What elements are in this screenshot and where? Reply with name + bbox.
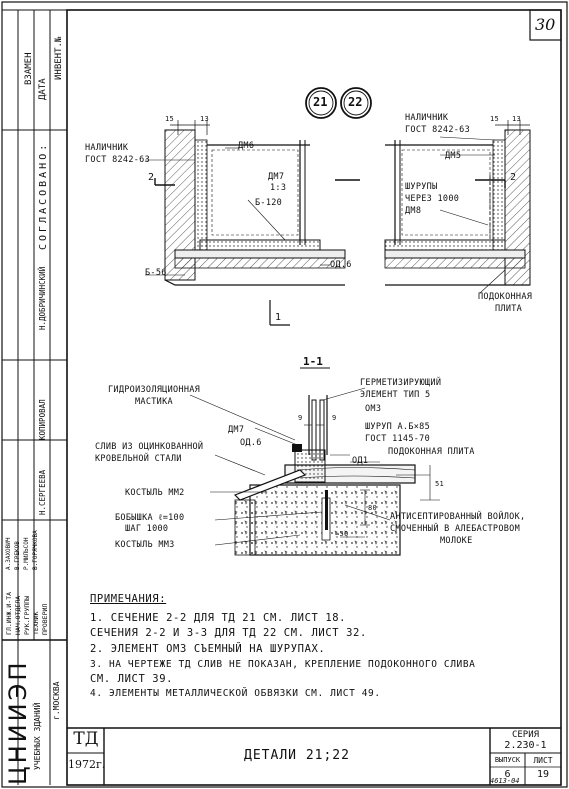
d21-scale: 1:3 <box>270 183 287 193</box>
s11-sliv-2: КРОВЕЛЬНОЙ СТАЛИ <box>95 454 182 464</box>
detail-circle-22: 22 <box>348 95 363 109</box>
s11-om3: ОМ3 <box>365 404 382 414</box>
d22-podokonnaya: ПОДОКОННАЯ <box>478 292 533 302</box>
stamp-role-tech: ТЕХНИК <box>32 611 40 635</box>
d21-section-1: 1 <box>275 312 282 323</box>
s11-element: ЭЛЕМЕНТ ТИП 5 <box>360 390 431 400</box>
title-block-sheet-value: 19 <box>536 769 550 780</box>
s11-dim50: ≈50 <box>335 530 349 538</box>
title-block-code: ТД <box>73 729 99 749</box>
s11-gidro: ГИДРОИЗОЛЯЦИОННАЯ <box>108 385 201 395</box>
stamp-role-chief: ГЛ.ИНЖ.И-ТА <box>5 591 13 635</box>
title-block-series-value: 2.230-1 <box>504 740 547 751</box>
s11-podok: ПОДОКОННАЯ ПЛИТА <box>388 447 475 457</box>
note-4: 4. ЭЛЕМЕНТЫ МЕТАЛЛИЧЕСКОЙ ОБВЯЗКИ СМ. ЛИ… <box>90 688 381 699</box>
d21-b120: Б-120 <box>255 198 283 208</box>
note-2: 2. ЭЛЕМЕНТ ОМ3 СЪЕМНЫЙ НА ШУРУПАХ. <box>90 643 326 655</box>
d22-dim15: 15 <box>490 115 500 123</box>
note-3: 3. НА ЧЕРТЕЖЕ ТД СЛИВ НЕ ПОКАЗАН, КРЕПЛЕ… <box>90 659 476 670</box>
d22-shurupy: ШУРУПЫ <box>405 182 438 192</box>
d21-dm6: ДМ6 <box>238 141 255 151</box>
notes-heading: ПРИМЕЧАНИЯ: <box>90 593 167 605</box>
stamp-org-sub: УЧЕБНЫХ ЗДАНИЙ <box>33 702 42 770</box>
s11-dm7: ДМ7 <box>228 425 245 435</box>
s11-germet: ГЕРМЕТИЗИРУЮЩИЙ <box>360 378 442 388</box>
note-1: 1. СЕЧЕНИЕ 2-2 ДЛЯ ТД 21 СМ. ЛИСТ 18. <box>90 612 347 624</box>
d21-od6: ОД.6 <box>330 260 352 270</box>
stamp-role-group: РУК.ГРУППЫ <box>23 595 31 635</box>
s11-voil-1: АНТИСЕПТИРОВАННЫЙ ВОЙЛОК, <box>390 512 526 522</box>
d22-section-2: 2 <box>510 172 517 183</box>
d21-nalichnik: НАЛИЧНИК <box>85 143 129 153</box>
detail-21-drawing <box>145 120 360 326</box>
s11-dim9b: 9 <box>332 414 337 422</box>
stamp-date-label: ДАТА <box>38 78 48 100</box>
detail-circle-21: 21 <box>313 95 328 109</box>
stamp-name-sergeeva: Н.СЕРГЕЕВА <box>38 469 47 515</box>
s11-bob-1: БОБЫШКА ℓ=100 <box>115 513 185 523</box>
d22-dm5: ДМ5 <box>445 151 462 161</box>
s11-bob-2: ШАГ 1000 <box>125 524 169 534</box>
title-block-year: 1972г. <box>68 758 106 771</box>
d21-b56: Б-56 <box>145 268 167 278</box>
title-block-series-label: СЕРИЯ <box>511 730 540 740</box>
detail-22-drawing <box>384 120 531 294</box>
s11-dim9a: 9 <box>298 414 303 422</box>
title-block-issue-label: ВЫПУСК <box>494 756 521 764</box>
title-block-issue-value: 6 <box>504 769 511 780</box>
stamp-org-city: г.МОСКВА <box>52 681 61 720</box>
d22-dm8: ДМ8 <box>405 206 422 216</box>
s11-kost: КОСТЫЛЬ ММ2 <box>125 488 185 498</box>
page-number: 30 <box>535 15 556 34</box>
section-1-1-title: 1-1 <box>303 355 323 368</box>
s11-od6: ОД.6 <box>240 438 262 448</box>
stamp-sign-name-1: А.ЗАХОВИЧ <box>5 537 12 570</box>
s11-shurup: ШУРУП А.Б×85 <box>365 422 431 432</box>
d22-plita: ПЛИТА <box>495 304 523 314</box>
stamp-role-checked: ПРОВЕРИЛ <box>41 603 49 635</box>
d22-nalichnik: НАЛИЧНИК <box>405 113 449 123</box>
stamp-approval-label: СОГЛАСОВАНО: <box>38 141 49 250</box>
s11-mastika: МАСТИКА <box>135 397 173 407</box>
d22-gost: ГОСТ 8242-63 <box>405 125 471 135</box>
stamp-replaces-label: ВЗАМЕН <box>24 52 34 85</box>
s11-kost-2: КОСТЫЛЬ ММ3 <box>115 540 175 550</box>
note-1b: СЕЧЕНИЯ 2-2 И 3-3 ДЛЯ ТД 22 СМ. ЛИСТ 32. <box>90 627 367 639</box>
section-1-1-drawing <box>189 367 440 556</box>
d21-dim13: 13 <box>200 115 210 123</box>
s11-od1: ОД1 <box>352 456 369 466</box>
d21-dim15: 15 <box>165 115 175 123</box>
stamp-inventory-label: ИНВЕНТ.№ <box>54 36 64 80</box>
stamp-name-dobrichinsky: Н.ДОБРИЧИНСКИЙ <box>38 266 47 330</box>
stamp-sign-name-4: В.ГОРЯЧКОВА <box>32 530 39 570</box>
s11-dim51: 51 <box>435 480 445 488</box>
d21-dm7: ДМ7 <box>268 172 285 182</box>
stamp-role-head: НАЧ.ОТДЕЛА <box>14 595 22 635</box>
d21-gost: ГОСТ 8242-63 <box>85 155 151 165</box>
title-block-title: ДЕТАЛИ 21;22 <box>244 748 350 763</box>
note-3b: СМ. ЛИСТ 39. <box>90 673 174 685</box>
s11-sliv-1: СЛИВ ИЗ ОЦИНКОВАННОЙ <box>95 442 204 452</box>
d22-shag: ЧЕРЕЗ 1000 <box>405 194 460 204</box>
s11-voil-3: МОЛОКЕ <box>440 536 473 546</box>
footer-code: 4613-04 <box>490 777 520 785</box>
stamp-sign-name-3: Р.МИЛЬСОН <box>23 537 30 570</box>
s11-gost: ГОСТ 1145-70 <box>365 434 431 444</box>
stamp-sign-name-2: В.ГРЕКОВ <box>14 541 21 570</box>
stamp-org-main: ЦНИИЭП <box>4 659 32 785</box>
s11-dim80: 80 <box>368 504 378 512</box>
d22-dim13: 13 <box>512 115 522 123</box>
d21-section-2: 2 <box>148 172 155 183</box>
stamp-copied-label: КОПИРОВАЛ <box>38 399 47 440</box>
title-block-sheet-label: ЛИСТ <box>533 756 553 765</box>
s11-voil-2: СМОЧЕННЫЙ В АЛЕБАСТРОВОМ <box>390 524 521 534</box>
